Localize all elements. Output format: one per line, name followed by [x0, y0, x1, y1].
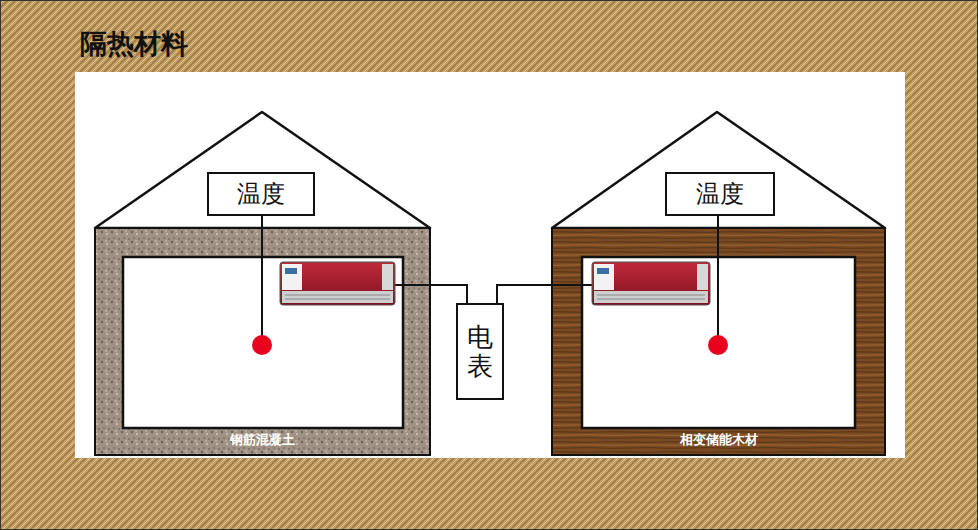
sensor-wire: [261, 212, 263, 345]
power-wire: [430, 285, 467, 303]
wall-label: 相变储能木材: [552, 431, 885, 449]
wire-line: [497, 285, 552, 303]
temperature-label: 温度: [237, 178, 285, 210]
wood-house: 相变储能木材温度: [552, 112, 885, 455]
sensor-wire: [717, 212, 719, 345]
meter-label: 电表: [467, 323, 493, 380]
concrete-house: 钢筋混凝土温度: [95, 112, 430, 455]
roof: [95, 112, 430, 228]
air-conditioner: [592, 262, 710, 305]
wall-label: 钢筋混凝土: [95, 431, 430, 449]
sensor-dot: [708, 335, 728, 355]
roof: [552, 112, 885, 228]
inner-space: [75, 72, 905, 458]
temperature-label: 温度: [696, 178, 744, 210]
wire-line: [430, 285, 467, 303]
power-wire: [395, 284, 430, 286]
temperature-box: 温度: [207, 172, 315, 216]
air-conditioner: [280, 262, 395, 305]
sensor-dot: [252, 335, 272, 355]
power-wire: [552, 284, 592, 286]
temperature-box: 温度: [665, 172, 775, 216]
meter-box: 电表: [456, 303, 504, 400]
power-wire: [497, 285, 552, 303]
frame-title: 隔热材料: [80, 26, 188, 62]
